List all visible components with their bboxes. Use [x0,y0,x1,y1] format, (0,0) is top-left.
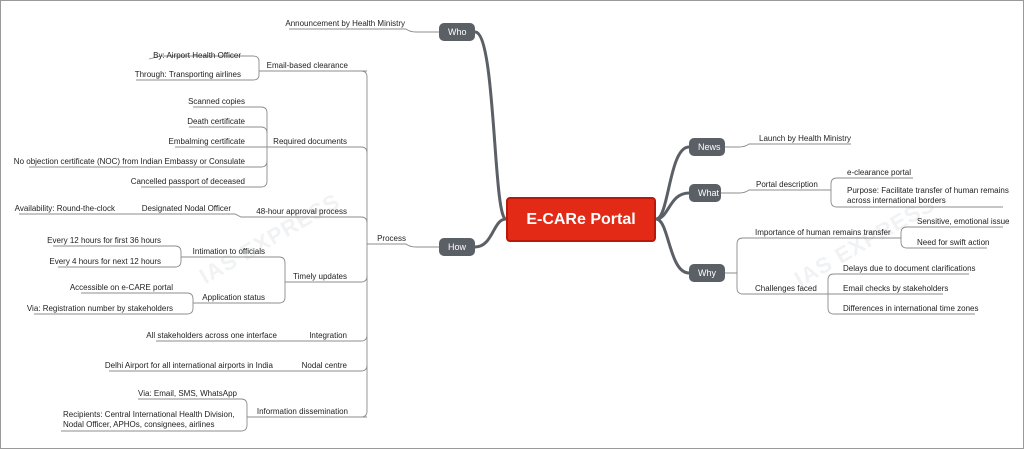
node-delhi-airport[interactable]: Delhi Airport for all international airp… [104,361,273,370]
link-challenges [736,273,816,295]
link-central-why [655,217,690,275]
node-accessible[interactable]: Accessible on e-CARE portal [69,283,173,292]
node-nodal-centre[interactable]: Nodal centre [301,361,347,370]
branch-why[interactable]: Why [689,264,725,282]
node-time-zones[interactable]: Differences in international time zones [843,304,979,313]
node-timely-updates[interactable]: Timely updates [293,272,347,281]
node-swift[interactable]: Need for swift action [917,238,990,247]
link-integration [311,334,368,342]
node-recipients[interactable]: Recipients: Central International Health… [63,410,235,430]
link-doc-1 [193,106,279,148]
link-accessible [81,292,205,304]
node-through-airlines[interactable]: Through: Transporting airlines [134,70,241,79]
node-portal-description[interactable]: Portal description [756,180,818,189]
node-delays[interactable]: Delays due to document clarifications [843,264,976,273]
link-intimation [193,256,297,283]
node-process[interactable]: Process [377,234,406,243]
branch-what[interactable]: What [689,184,721,202]
link-recipients [61,417,248,432]
node-app-status[interactable]: Application status [202,293,265,302]
node-by-officer[interactable]: By: Airport Health Officer [153,51,241,60]
node-doc-passport[interactable]: Cancelled passport of deceased [130,177,245,186]
node-via-channels[interactable]: Via: Email, SMS, WhatsApp [138,389,237,398]
link-every12 [53,245,193,258]
recipients-line-2: Nodal Officer, APHOs, consignees, airlin… [63,420,215,429]
link-purpose [830,190,1003,208]
node-availability[interactable]: Availability: Round-the-clock [14,204,115,213]
link-process-trunk-down [356,244,368,418]
link-time-zones [827,294,975,315]
node-purpose[interactable]: Purpose: Facilitate transfer of human re… [847,186,1009,206]
node-doc-embalming[interactable]: Embalming certificate [168,137,245,146]
node-importance[interactable]: Importance of human remains transfer [755,228,891,237]
node-email-clearance[interactable]: Email-based clearance [266,61,348,70]
branch-news[interactable]: News [689,138,725,156]
node-approval[interactable]: 48-hour approval process [256,207,347,216]
branch-who[interactable]: Who [439,23,475,41]
central-topic-node[interactable]: E-CARe Portal [506,197,656,242]
node-every4[interactable]: Every 4 hours for next 12 hours [49,257,161,266]
link-central-how [474,217,507,249]
link-approval [263,216,368,224]
link-timely-updates [297,275,368,283]
node-all-stakeholders[interactable]: All stakeholders across one interface [146,331,277,340]
node-info-dissemination[interactable]: Information dissemination [256,407,348,416]
link-who-announcement [289,28,439,33]
node-eclearance[interactable]: e-clearance portal [847,168,912,177]
link-every4 [58,257,182,268]
node-doc-scanned[interactable]: Scanned copies [188,97,245,106]
link-news-launch [725,143,851,148]
recipients-line-1: Recipients: Central International Health… [63,410,235,419]
link-what-portal [721,189,823,194]
link-required-documents [279,146,368,154]
link-importance [725,237,889,274]
link-via-registration [34,303,194,315]
node-integration[interactable]: Integration [309,331,347,340]
node-intimation[interactable]: Intimation to officials [192,247,265,256]
node-challenges[interactable]: Challenges faced [755,284,817,293]
node-launch[interactable]: Launch by Health Ministry [759,134,852,143]
link-delays [816,273,969,295]
node-email-checks[interactable]: Email checks by stakeholders [843,284,949,293]
link-nodal-officer [149,213,263,218]
link-central-news [655,145,690,221]
node-via-registration[interactable]: Via: Registration number by stakeholders [26,304,173,313]
link-by-officer [148,55,260,71]
node-nodal-officer[interactable]: Designated Nodal Officer [141,204,231,213]
link-sensitive [889,226,1003,239]
link-doc-5 [141,147,268,188]
node-every12[interactable]: Every 12 hours for first 36 hours [47,236,161,245]
link-via-channels [138,398,259,418]
link-through-airlines [136,71,260,81]
purpose-line-2: across international borders [847,196,946,205]
link-how-process [367,243,439,248]
link-doc-2 [189,126,268,134]
node-doc-death[interactable]: Death certificate [187,117,245,126]
node-required-documents[interactable]: Required documents [273,137,347,146]
link-eclearance [823,177,913,191]
node-doc-noc[interactable]: No objection certificate (NOC) from Indi… [13,157,245,166]
link-nodal-centre [303,364,368,372]
purpose-line-1: Purpose: Facilitate transfer of human re… [847,186,1009,195]
link-swift [900,238,987,249]
link-app-status [205,282,286,304]
node-announcement[interactable]: Announcement by Health Ministry [285,19,405,28]
link-central-who [474,30,508,221]
node-sensitive[interactable]: Sensitive, emotional issue [917,217,1010,226]
branch-how[interactable]: How [439,238,475,256]
